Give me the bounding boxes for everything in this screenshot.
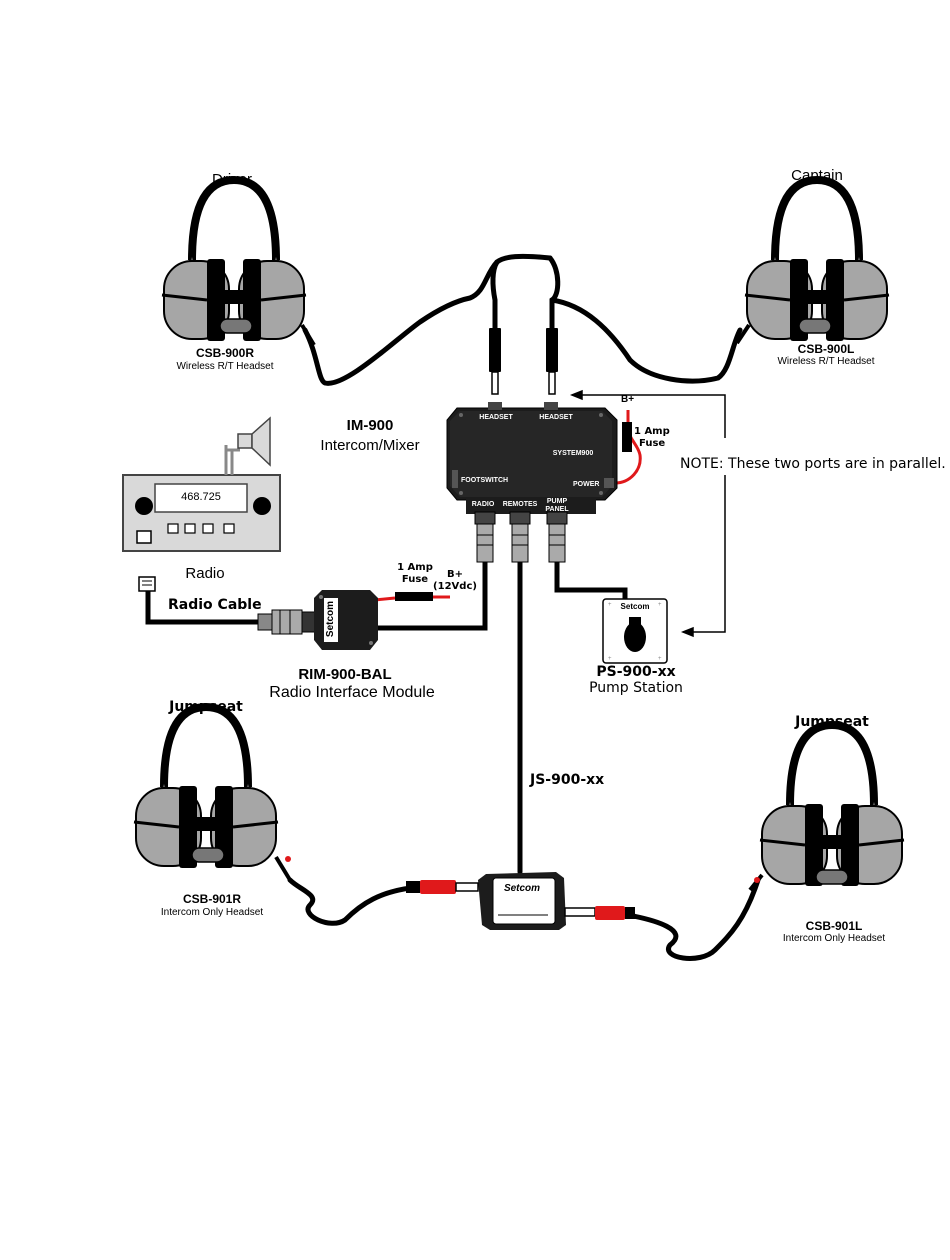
port-headset-1: HEADSET [479,414,513,421]
rim-brand: Setcom [325,600,336,638]
rim-desc: Radio Interface Module [269,684,435,701]
svg-text:+: + [608,656,612,662]
pump-station-desc: Pump Station [589,680,683,696]
headset-captain-role: Captain [791,167,843,184]
fuse-top-label-2: Fuse [639,438,666,449]
port-headset-2: HEADSET [539,414,573,421]
radio-interface-module[interactable] [257,590,433,650]
bplus-top-label: B+ [621,394,635,405]
port-power: POWER [573,481,600,488]
intercom-desc: Intercom/Mixer [320,437,420,454]
headset-plugs [489,328,558,395]
svg-text:+: + [658,602,662,608]
radio-cable-plug [138,576,156,592]
headset-captain[interactable] [735,180,889,343]
headset-jumpseat-right-desc: Intercom Only Headset [782,933,886,944]
radio-label: Radio [185,565,225,582]
port-radio: RADIO [471,501,495,508]
port-footswitch: FOOTSWITCH [461,477,509,484]
intercom-mixer-box[interactable] [446,402,618,514]
parallel-note: NOTE: These two ports are in parallel. [680,456,946,472]
port-system: SYSTEM900 [552,450,594,457]
jumpseat-box[interactable] [478,872,566,930]
bplus-rim-label-1: B+ [446,569,464,580]
pump-station[interactable]: + + + + [602,598,668,664]
speaker-icon [237,416,271,467]
pump-station-brand: Setcom [620,602,650,611]
intercom-connectors [474,511,568,563]
headset-driver-desc: Wireless R/T Headset [176,361,274,372]
headset-jumpseat-left-model: CSB-901R [182,892,242,906]
headset-jumpseat-right-model: CSB-901L [805,919,863,933]
headset-driver-role: Driver [212,171,252,188]
bplus-rim-label-2: (12Vdc) [433,581,477,592]
jumpseat-plugs [406,880,635,920]
port-panel: PANEL [545,506,569,513]
fuse-rim-label-1: 1 Amp [397,562,433,573]
radio-cable-label: Radio Cable [168,597,262,613]
radio-unit[interactable] [122,445,281,552]
port-remotes: REMOTES [502,501,538,508]
headset-jumpseat-right[interactable] [748,725,904,892]
headset-jumpseat-right-role: Jumpseat [795,714,869,730]
fuse-top [622,422,632,452]
headset-captain-desc: Wireless R/T Headset [777,356,875,367]
rim-model: RIM-900-BAL [298,666,392,683]
jumpseat-box-model-label: JS-900-xx [530,772,605,788]
headset-jumpseat-left-role: Jumpseat [169,699,243,715]
fuse-rim-label-2: Fuse [401,574,429,585]
cables [145,253,761,961]
headset-driver[interactable] [162,180,316,347]
fuse-top-label-1: 1 Amp [634,426,670,437]
svg-text:+: + [658,656,662,662]
port-pump: PUMP [546,498,568,505]
radio-display: 468.725 [181,491,221,503]
headset-jumpseat-left-desc: Intercom Only Headset [160,907,264,918]
pump-station-model: PS-900-xx [596,664,676,680]
headset-jumpseat-left[interactable] [134,707,292,882]
svg-text:+: + [608,602,612,608]
parallel-ports-arrow [569,389,726,638]
jumpseat-box-brand: Setcom [503,883,541,894]
headset-captain-model: CSB-900L [797,342,855,356]
headset-driver-model: CSB-900R [195,346,255,360]
intercom-model: IM-900 [346,417,394,434]
